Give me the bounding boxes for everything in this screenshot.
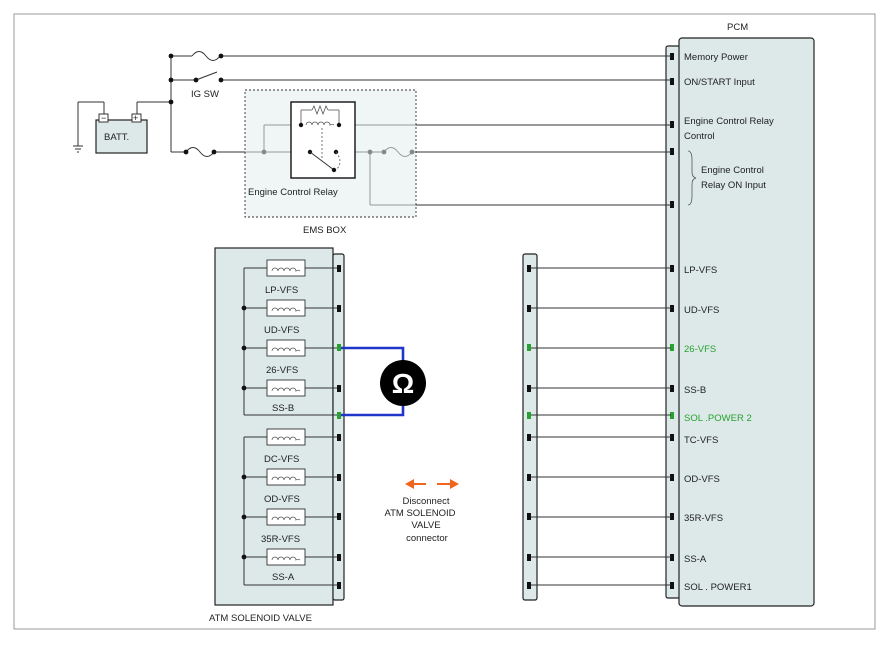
- pcm-pins: [670, 53, 674, 589]
- relay-label: Engine Control Relay: [248, 187, 338, 198]
- ohmmeter-probe-wires: [341, 346, 405, 417]
- coil-ss-b: [266, 379, 306, 397]
- note-line-4: connector: [406, 533, 448, 544]
- harness-connector: [522, 253, 538, 601]
- note-line-2: ATM SOLENOID: [384, 508, 455, 519]
- battery-negative-terminal: [98, 113, 109, 123]
- pcm-label-on-start: ON/START Input: [684, 77, 755, 88]
- pcm-pin-od-vfs: [670, 474, 674, 481]
- ig-switch-label: IG SW: [191, 89, 219, 100]
- valve-label-ss-b: SS-B: [272, 403, 294, 414]
- pcm-pin-ud-vfs: [670, 305, 674, 312]
- battery: [95, 119, 148, 154]
- atm-solenoid-valve-title: ATM SOLENOID VALVE: [209, 613, 312, 624]
- coil-dc-vfs: [266, 428, 306, 446]
- solenoid-coils: [266, 259, 306, 566]
- pcm-label-ss-a: SS-A: [684, 554, 707, 565]
- pcm-pin-sol-power2: [670, 412, 674, 419]
- pcm-title: PCM: [727, 22, 748, 33]
- pcm-label-ss-b: SS-B: [684, 385, 706, 396]
- coil-ss-a: [266, 548, 306, 566]
- pcm-label-memory-power: Memory Power: [684, 52, 748, 63]
- pcm-pin-ss-b: [670, 385, 674, 392]
- valve-connector-pins: [337, 265, 341, 589]
- harness-pins: [527, 265, 531, 589]
- pcm-label-ecr-control-2: Control: [684, 131, 715, 142]
- valve-label-lp-vfs: LP-VFS: [265, 285, 298, 296]
- pcm-pin-lp-vfs: [670, 265, 674, 272]
- pcm-label-ecr-on-1: Engine Control: [701, 165, 764, 176]
- battery-minus-sign: −: [101, 113, 106, 123]
- disconnect-arrows: [405, 479, 459, 489]
- pcm-label-26-vfs: 26-VFS: [684, 344, 716, 355]
- valve-label-ss-a: SS-A: [272, 572, 295, 583]
- coil-35r-vfs: [266, 508, 306, 526]
- ems-box-label: EMS BOX: [303, 225, 347, 236]
- diagram-frame: [13, 13, 876, 630]
- atm-solenoid-connector: [332, 253, 345, 601]
- coil-od-vfs: [266, 468, 306, 486]
- valve-label-ud-vfs: UD-VFS: [264, 325, 299, 336]
- pcm-pin-26-vfs: [670, 344, 674, 351]
- pcm-label-ecr-control-1: Engine Control Relay: [684, 116, 774, 127]
- harness-wires: [530, 267, 671, 586]
- battery-label: BATT.: [104, 132, 129, 143]
- note-line-1: Disconnect: [403, 496, 450, 507]
- valve-group-2-wiring: [241, 436, 338, 586]
- valve-label-od-vfs: OD-VFS: [264, 494, 300, 505]
- battery-positive-terminal: [131, 113, 142, 123]
- coil-26-vfs: [266, 339, 306, 357]
- pcm-pin-sol-power1: [670, 582, 674, 589]
- coil-lp-vfs: [266, 259, 306, 277]
- pcm-pin-35r-vfs: [670, 513, 674, 520]
- pcm-label-tc-vfs: TC-VFS: [684, 435, 718, 446]
- pcm-label-ud-vfs: UD-VFS: [684, 305, 719, 316]
- ecr-on-brace: [687, 150, 697, 206]
- pcm-label-35r-vfs: 35R-VFS: [684, 513, 723, 524]
- pcm-pin-ecr-on-b: [670, 201, 674, 208]
- pcm-pin-ecr-on-a: [670, 148, 674, 155]
- pcm-label-sol-power1: SOL . POWER1: [684, 582, 752, 593]
- battery-plus-sign: +: [133, 113, 138, 123]
- pcm-pin-ecr-control: [670, 121, 674, 128]
- pcm-label-lp-vfs: LP-VFS: [684, 265, 717, 276]
- valve-group-1-wiring: [241, 267, 338, 416]
- pcm-label-sol-power2: SOL .POWER 2: [684, 413, 752, 424]
- pcm-body: [678, 37, 815, 607]
- ohmmeter: [380, 360, 426, 406]
- valve-label-26-vfs: 26-VFS: [266, 365, 298, 376]
- pcm-pin-ss-a: [670, 554, 674, 561]
- pcm-pin-memory-power: [670, 53, 674, 60]
- relay-internals: [298, 104, 342, 173]
- pcm-label-od-vfs: OD-VFS: [684, 474, 720, 485]
- valve-label-35r-vfs: 35R-VFS: [261, 534, 300, 545]
- ohm-symbol: Ω: [392, 368, 414, 399]
- pcm-pin-tc-vfs: [670, 434, 674, 441]
- pcm-pin-on-start: [670, 78, 674, 85]
- valve-label-dc-vfs: DC-VFS: [264, 454, 299, 465]
- coil-ud-vfs: [266, 299, 306, 317]
- pcm-label-ecr-on-2: Relay ON Input: [701, 180, 766, 191]
- note-line-3: VALVE: [411, 520, 440, 531]
